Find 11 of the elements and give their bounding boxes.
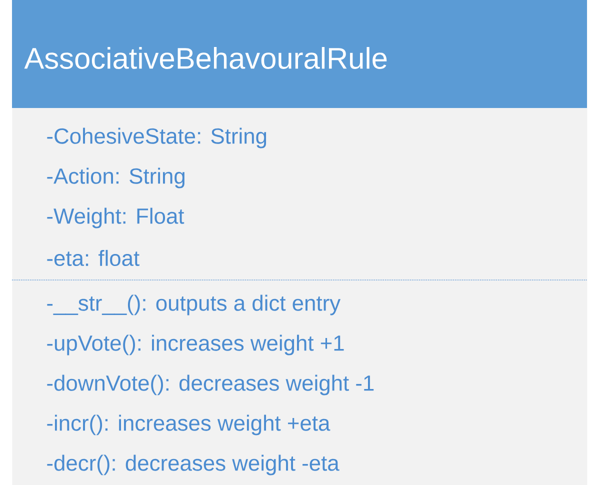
attribute-text: -eta: float <box>47 250 140 266</box>
class-name: AssociativeBehavouralRule <box>24 47 387 69</box>
method-text: -upVote(): increases weight +1 <box>47 334 344 356</box>
attribute-text: -CohesiveState: String <box>47 128 266 148</box>
method-text: -incr(): increases weight +eta <box>47 414 330 436</box>
attribute-text: -Action: String <box>47 168 184 188</box>
method-text: -decr(): decreases weight -eta <box>47 454 340 476</box>
method-text: -downVote(): decreases weight -1 <box>47 374 374 396</box>
attribute-text: -Weight: Float <box>47 208 184 228</box>
method-text: -__str__(): outputs a dict entry <box>47 294 341 316</box>
class-box <box>12 0 588 485</box>
